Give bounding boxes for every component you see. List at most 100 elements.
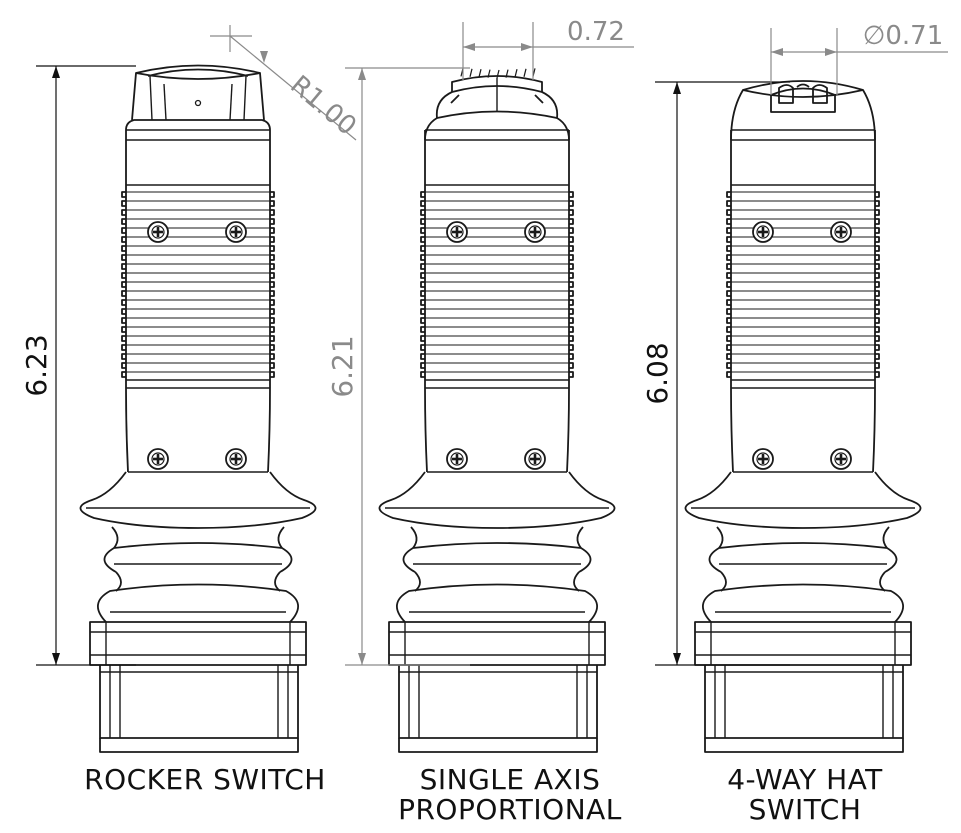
grip-rib-left [726,299,731,306]
rocker-pivot [194,99,202,107]
dimension-label: 6.23 [20,334,53,396]
caption-4-way-hat-switch: 4-WAY HAT SWITCH [727,763,883,826]
grip-rib-left [420,326,425,333]
grip-rib-right [270,371,275,378]
dimension-arrow-top [358,68,366,80]
grip-rib-right [569,218,574,225]
grip-rib-left [420,353,425,360]
width-label: 0.72 [567,17,625,47]
dimension-label: 6.08 [641,342,674,404]
screw-upper-right [524,221,546,243]
radius-arrow [260,51,268,63]
diameter-callout-hat: ∅0.71 [770,21,948,95]
grip-rib-left [726,344,731,351]
dimension-arrow-right [825,48,837,56]
grip-rib-right [875,227,880,234]
grip-rib-left [420,272,425,279]
grip-rib-left [121,209,126,216]
grip-rib-right [569,209,574,216]
grip-rib-left [726,254,731,261]
grip-rib-left [420,218,425,225]
grip-rib-left [420,209,425,216]
grip-rib-right [569,362,574,369]
bellows-lower-ring [396,583,598,623]
grip-rib-left [121,371,126,378]
grip-rib-left [726,218,731,225]
grip-rib-left [121,317,126,324]
grip-rib-left [726,209,731,216]
screw-ring [756,225,770,239]
dimension-arrow-bottom [52,653,60,665]
hat-dome-edge [742,89,864,98]
height-dimension-hat: 6.08 [641,81,790,666]
grip-rib-left [420,335,425,342]
grip-rib-right [270,254,275,261]
hat-switch-top [796,83,810,88]
dimension-arrow-right [521,43,533,51]
grip-rib-right [875,326,880,333]
grip-rib-right [569,326,574,333]
height-dimension-single-axis: 6.21 [326,67,470,666]
grip-rib-right [270,281,275,288]
base-flange [388,621,606,666]
base-flange [694,621,912,666]
grip-rib-left [420,371,425,378]
rocker-switch-facet [229,83,233,121]
grip-body-sides [730,130,876,388]
grip-rib-right [569,290,574,297]
grip-rib-right [270,227,275,234]
grip-rib-left [121,308,126,315]
grip-rib-left [726,227,731,234]
grip-rib-right [875,191,880,198]
grip-rib-left [420,254,425,261]
grip-rib-right [270,263,275,270]
grip-rib-left [420,263,425,270]
grip-rib-right [569,263,574,270]
screw-upper-left [446,221,468,243]
grip-rib-left [726,353,731,360]
screw-ring [151,452,165,466]
rocker-switch-top [135,64,261,74]
grip-rib-left [726,326,731,333]
screw-lower-left [446,448,468,470]
screw-ring [151,225,165,239]
grip-rib-left [121,200,126,207]
screw-ring [528,225,542,239]
grip-rib-right [875,272,880,279]
grip-rib-left [726,290,731,297]
grip-rib-right [875,335,880,342]
grip-rib-left [121,236,126,243]
grip-rib-left [420,245,425,252]
screw-upper-right [830,221,852,243]
grip-lower-right [872,387,876,473]
grip-rib-left [420,236,425,243]
dimension-arrow-left [771,48,783,56]
grip-rib-left [726,200,731,207]
grip-rib-right [270,200,275,207]
grip-rib-left [121,344,126,351]
grip-rib-right [875,299,880,306]
base-housing-foot [704,738,904,753]
single-axis-dome-edge [436,110,558,119]
screw-upper-left [752,221,774,243]
grip-rib-left [121,254,126,261]
bellows-neck [716,526,724,549]
grip-rib-left [726,272,731,279]
bellows-middle-ring [402,542,592,573]
rocker-collar [125,119,271,131]
grip-body-sides [125,130,271,388]
roller-tooth [496,69,500,79]
bellows-neck [274,571,281,592]
grip-rib-left [726,191,731,198]
grip-rib-right [875,308,880,315]
grip-rib-right [875,353,880,360]
bellows-neck [720,571,727,592]
grip-rib-left [420,191,425,198]
screw-lower-right [830,448,852,470]
grip-rib-right [569,281,574,288]
grip-rib-right [875,344,880,351]
roller-tooth [469,68,473,77]
width-callout-single-axis: 0.72 [462,17,634,80]
screw-ring [528,452,542,466]
